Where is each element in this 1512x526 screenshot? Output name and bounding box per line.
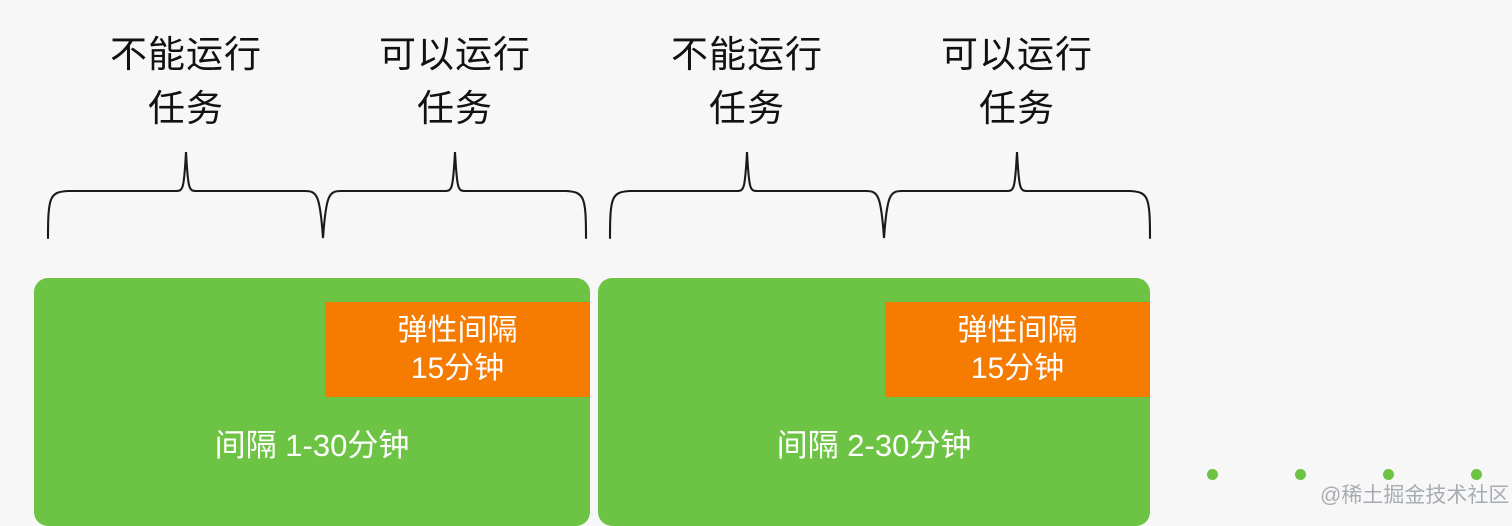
interval-caption-cycle-2: 间隔 2-30分钟 <box>776 428 972 463</box>
brace-cycle-2 <box>608 151 1152 240</box>
segment-label-1-line2: 任务 <box>148 88 224 129</box>
interval-box-cycle-2: 弹性间隔 15分钟 间隔 2-30分钟 <box>598 278 1150 526</box>
segment-label-4: 可以运行 任务 <box>884 28 1150 136</box>
watermark-text: @稀土掘金技术社区 <box>1320 484 1510 507</box>
segment-label-4-line2: 任务 <box>979 88 1055 129</box>
segment-label-3: 不能运行 任务 <box>610 28 884 136</box>
segment-label-2: 可以运行 任务 <box>324 28 586 136</box>
segment-label-4-line1: 可以运行 <box>941 34 1093 75</box>
elastic-interval-cycle-1-line1: 弹性间隔 <box>397 313 518 347</box>
interval-caption-cycle-1: 间隔 1-30分钟 <box>214 428 410 463</box>
watermark-dot <box>1383 469 1394 480</box>
interval-box-cycle-1: 弹性间隔 15分钟 间隔 1-30分钟 <box>34 278 590 526</box>
watermark-dot <box>1295 469 1306 480</box>
segment-label-2-line2: 任务 <box>417 88 493 129</box>
segment-label-1-line1: 不能运行 <box>110 34 262 75</box>
elastic-interval-cycle-2-line1: 弹性间隔 <box>957 313 1078 347</box>
elastic-interval-cycle-1-line2: 15分钟 <box>410 351 505 385</box>
segment-label-2-line1: 可以运行 <box>379 34 531 75</box>
segment-label-3-line2: 任务 <box>709 88 785 129</box>
brace-cycle-1 <box>46 151 588 240</box>
elastic-interval-cycle-2-line2: 15分钟 <box>970 351 1065 385</box>
elastic-interval-cycle-2: 弹性间隔 15分钟 <box>885 302 1150 397</box>
watermark-dot <box>1471 469 1482 480</box>
elastic-interval-cycle-1: 弹性间隔 15分钟 <box>325 302 590 397</box>
watermark-dot <box>1207 469 1218 480</box>
segment-label-1: 不能运行 任务 <box>48 28 324 136</box>
segment-label-3-line1: 不能运行 <box>671 34 823 75</box>
